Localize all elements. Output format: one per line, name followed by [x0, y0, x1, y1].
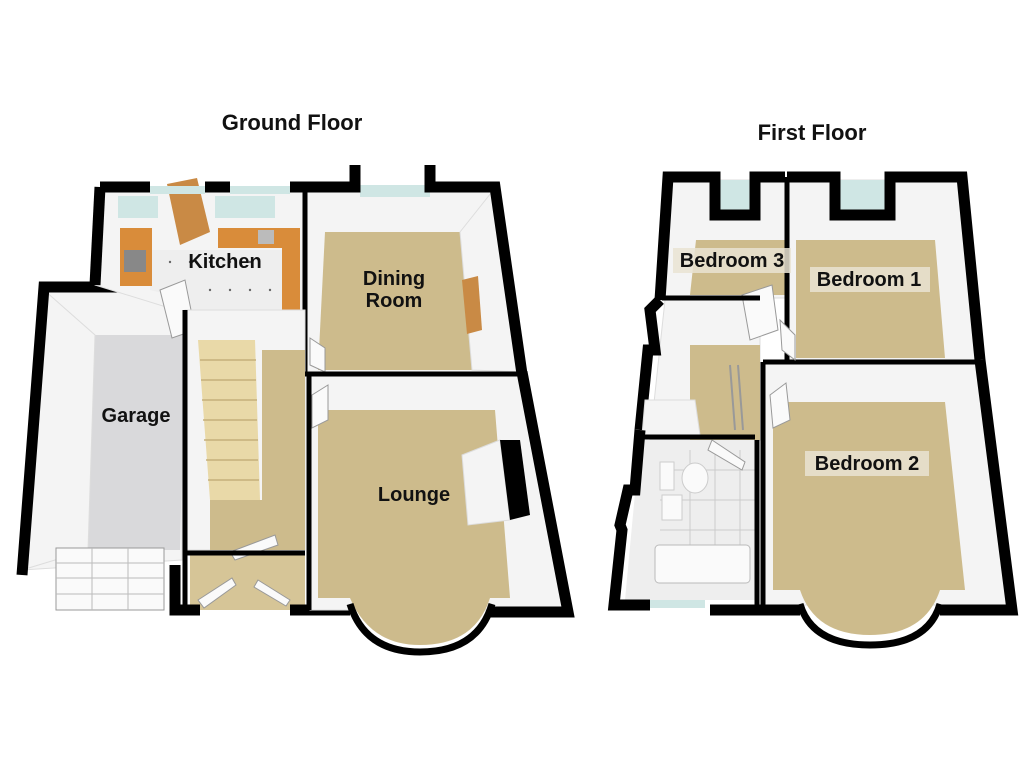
garage-door — [55, 547, 165, 611]
bedroom-2-label: Bedroom 2 — [815, 453, 919, 475]
kitchen-label: Kitchen — [188, 251, 261, 273]
garage-room — [16, 281, 185, 611]
garage-label: Garage — [102, 405, 171, 427]
hob-icon — [124, 250, 146, 272]
window — [835, 180, 890, 210]
window — [215, 196, 275, 218]
dining-room — [302, 165, 528, 375]
bathroom — [607, 399, 760, 611]
bedroom-2-door — [769, 382, 791, 429]
ground-floor: Ground Floor — [16, 110, 575, 656]
front-door — [197, 577, 237, 609]
basin-icon — [661, 494, 683, 521]
bedroom-3-room — [654, 171, 786, 301]
window — [715, 180, 755, 210]
window — [650, 600, 705, 608]
front-door — [253, 579, 291, 607]
bedroom-1-label: Bedroom 1 — [817, 269, 921, 291]
window — [360, 185, 430, 197]
window — [118, 196, 158, 218]
airing-cupboard — [641, 399, 701, 436]
ground-floor-title: Ground Floor — [222, 110, 363, 135]
bath-icon — [654, 544, 751, 584]
lounge-door — [311, 384, 329, 429]
bedroom-1-door — [779, 318, 796, 362]
lounge-room — [305, 370, 575, 656]
dining-room-label-line1: Dining — [363, 268, 425, 290]
fireplace-mantel — [462, 276, 482, 334]
back-door — [167, 178, 210, 245]
first-floor-title: First Floor — [758, 120, 867, 145]
toilet-icon — [681, 462, 709, 494]
sink-icon — [258, 230, 274, 244]
lounge-label: Lounge — [378, 484, 450, 506]
hallway — [182, 309, 306, 610]
bedroom-3-label: Bedroom 3 — [680, 250, 784, 272]
first-floor: First Floor — [607, 120, 1019, 649]
dining-room-label-line2: Room — [366, 290, 423, 312]
bathroom-door — [707, 439, 746, 471]
bedroom-2-room — [710, 359, 1019, 649]
